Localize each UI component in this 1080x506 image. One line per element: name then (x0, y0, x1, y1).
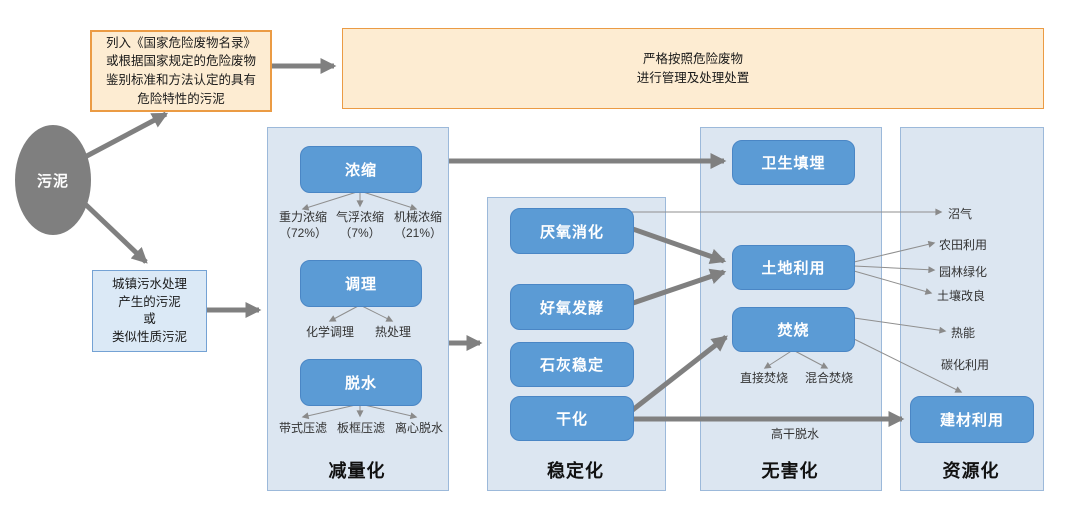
output-landscaping: 园林绿化 (939, 263, 987, 280)
method-direct-incineration: 直接焚烧 (733, 371, 795, 387)
node-drying-label: 干化 (555, 411, 588, 428)
method-flotation-thickening: 气浮浓缩 （7%） (329, 210, 391, 241)
edge-label-high-dry-dewatering-text: 高干脱水 (770, 427, 819, 441)
output-soil-improvement: 土壤改良 (937, 287, 985, 304)
arrow-incineration-direct (763, 349, 794, 369)
stage-label-stabilization-text: 稳定化 (547, 461, 604, 481)
method-thermal-treatment: 热处理 (364, 325, 422, 341)
output-carbonization-use: 碳化利用 (941, 356, 989, 373)
municipal-sludge-text: 城镇污水处理 产生的污泥 或 类似性质污泥 (111, 277, 187, 344)
node-lime-stabilization: 石灰稳定 (510, 342, 634, 387)
stage-label-harmless-text: 无害化 (761, 461, 819, 481)
node-land-use-label: 土地利用 (761, 260, 826, 277)
node-building-materials-label: 建材利用 (939, 412, 1004, 429)
method-belt-press-label: 带式压滤 (278, 421, 327, 435)
method-plate-frame-press-label: 板框压滤 (336, 421, 385, 435)
box-municipal-sludge: 城镇污水处理 产生的污泥 或 类似性质污泥 (92, 270, 207, 352)
node-sludge: 污泥 (15, 125, 91, 235)
arrow-incineration-to-heat (853, 317, 947, 334)
stage-label-harmless: 无害化 (700, 457, 880, 483)
arrow-thickening-gravity (301, 190, 361, 211)
output-landscaping-label: 园林绿化 (939, 265, 988, 279)
box-hazard-criteria: 列入《国家危险废物名录》 或根据国家规定的危险废物 鉴别标准和方法认定的具有 危… (90, 30, 272, 112)
stage-label-resource: 资源化 (900, 457, 1042, 483)
method-centrifugal-dewatering: 离心脱水 (388, 421, 450, 437)
method-mechanical-thickening: 机械浓缩 （21%） (387, 210, 449, 241)
stage-label-stabilization: 稳定化 (487, 457, 664, 483)
method-gravity-thickening-label: 重力浓缩 （72%） (278, 210, 328, 240)
output-heat-energy: 热能 (951, 324, 975, 341)
node-sanitary-landfill: 卫生填埋 (732, 140, 855, 185)
output-carbonization-use-label: 碳化利用 (941, 358, 990, 372)
node-thickening: 浓缩 (300, 146, 422, 193)
arrow-incineration-mixed (792, 349, 829, 369)
node-incineration: 焚烧 (732, 307, 855, 352)
method-thermal-treatment-label: 热处理 (374, 325, 411, 339)
method-mechanical-thickening-label: 机械浓缩 （21%） (393, 210, 443, 240)
arrow-thickening-mechanical (359, 190, 418, 211)
arrow-drying-to-incineration (628, 335, 728, 414)
output-biogas-label: 沼气 (948, 207, 973, 221)
method-flotation-thickening-label: 气浮浓缩 （7%） (335, 210, 384, 240)
arrow-sludge-to-hazard-criteria (81, 111, 169, 161)
method-mixed-incineration: 混合焚烧 (798, 371, 860, 387)
node-thickening-label: 浓缩 (344, 162, 377, 179)
arrow-anaerobic-to-land-use (629, 225, 727, 265)
node-dewatering-label: 脱水 (344, 375, 377, 392)
node-sanitary-landfill-label: 卫生填埋 (761, 155, 826, 172)
arrow-incineration-to-building-materials (853, 338, 963, 393)
output-farmland-use: 农田利用 (939, 236, 987, 253)
arrow-dewatering-belt (301, 403, 361, 420)
method-direct-incineration-label: 直接焚烧 (739, 371, 788, 385)
node-drying: 干化 (510, 396, 634, 441)
method-gravity-thickening: 重力浓缩 （72%） (272, 210, 334, 241)
arrow-conditioning-thermal (359, 304, 394, 322)
node-lime-stabilization-label: 石灰稳定 (539, 357, 604, 374)
method-mixed-incineration-label: 混合焚烧 (804, 371, 853, 385)
arrow-sludge-to-municipal (81, 200, 148, 264)
node-aerobic-fermentation-label: 好氧发酵 (539, 299, 604, 317)
edge-label-high-dry-dewatering: 高干脱水 (763, 427, 827, 443)
node-sludge-label: 污泥 (36, 172, 69, 190)
node-anaerobic-digestion-label: 厌氧消化 (539, 223, 604, 241)
stage-label-resource-text: 资源化 (942, 461, 1000, 481)
arrow-land-use-to-farmland (853, 240, 936, 263)
method-chemical-conditioning-label: 化学调理 (305, 325, 354, 339)
arrow-land-use-to-soil-improvement (853, 270, 933, 295)
hazard-criteria-text: 列入《国家危险废物名录》 或根据国家规定的危险废物 鉴别标准和方法认定的具有 危… (105, 35, 256, 106)
node-incineration-label: 焚烧 (777, 322, 810, 339)
output-farmland-use-label: 农田利用 (939, 238, 988, 252)
method-chemical-conditioning: 化学调理 (299, 325, 361, 341)
node-conditioning-label: 调理 (344, 276, 377, 293)
output-soil-improvement-label: 土壤改良 (937, 289, 986, 303)
node-aerobic-fermentation: 好氧发酵 (510, 284, 634, 330)
arrow-conditioning-chemical (328, 304, 361, 322)
method-plate-frame-press: 板框压滤 (330, 421, 392, 437)
method-centrifugal-dewatering-label: 离心脱水 (394, 421, 443, 435)
method-belt-press: 带式压滤 (272, 421, 334, 437)
output-biogas: 沼气 (948, 205, 972, 222)
arrow-aerobic-to-land-use (629, 268, 727, 307)
arrow-land-use-to-landscaping (853, 265, 936, 274)
stage-label-reduction-text: 减量化 (328, 461, 386, 481)
node-land-use: 土地利用 (732, 245, 855, 290)
node-anaerobic-digestion: 厌氧消化 (510, 208, 634, 254)
hazard-disposal-text: 严格按照危险废物 进行管理及处理处置 (636, 51, 750, 85)
stage-label-reduction: 减量化 (267, 457, 447, 483)
arrow-dewatering-centrifugal (359, 403, 418, 420)
node-building-materials: 建材利用 (910, 396, 1034, 443)
output-heat-energy-label: 热能 (951, 326, 976, 340)
node-conditioning: 调理 (300, 260, 422, 307)
node-dewatering: 脱水 (300, 359, 422, 406)
box-hazard-disposal: 严格按照危险废物 进行管理及处理处置 (342, 28, 1044, 109)
